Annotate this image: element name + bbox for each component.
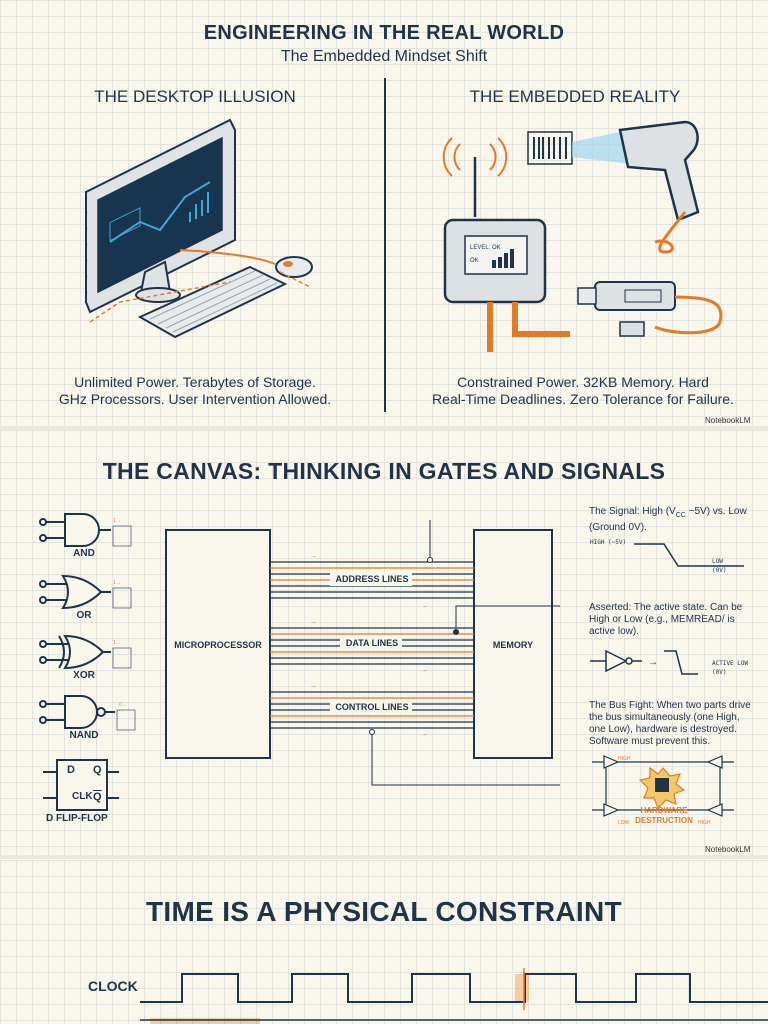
barcode-icon xyxy=(527,131,573,165)
sensor-box-icon: LEVEL: OK OK xyxy=(443,218,547,304)
notebooklm-watermark: NotebookLM xyxy=(705,416,751,425)
gate-label-and: AND xyxy=(73,548,95,559)
gate-label-nand: NAND xyxy=(69,730,99,741)
signal-note: The Signal: High (VCC ~5V) vs. Low (Grou… xyxy=(589,506,759,534)
data-lines-label: DATA LINES xyxy=(345,638,399,648)
high-level-label: HIGH (~5V) xyxy=(590,539,627,546)
divider xyxy=(384,78,386,412)
asserted-note-2: High or Low (e.g., MEMREAD/ is xyxy=(589,614,735,625)
svg-text:→: → xyxy=(310,553,317,560)
desktop-caption: Unlimited Power. Terabytes of Storage. G… xyxy=(30,374,360,408)
device-screen-text-1: LEVEL: OK xyxy=(470,245,501,251)
barcode-scanner-icon xyxy=(618,120,700,254)
active-low-label-1: ACTIVE LOW xyxy=(712,660,749,667)
desktop-computer-illustration xyxy=(85,118,313,339)
embedded-caption: Constrained Power. 32KB Memory. Hard Rea… xyxy=(408,374,758,408)
svg-text:←: ← xyxy=(422,731,429,738)
memory-block xyxy=(473,529,553,759)
clock-waveform xyxy=(140,968,768,1024)
bus-fight-high-tag: HIGH xyxy=(618,756,631,762)
flipflop-clk-pin: CLK xyxy=(72,791,93,802)
signal-note-text-1: The Signal: High (V xyxy=(589,506,676,517)
asserted-note-1: Asserted: The active state. Can be xyxy=(589,602,743,613)
chip-icon xyxy=(655,778,669,792)
svg-text:←: ← xyxy=(422,667,429,674)
page-subtitle: The Embedded Mindset Shift xyxy=(280,48,488,65)
svg-text:→: → xyxy=(648,657,658,668)
device-screen-text-2: OK xyxy=(470,258,479,264)
bus-fight-diagram: HIGH HIGH LOW xyxy=(592,755,734,826)
panel-time-constraint: TIME IS A PHYSICAL CONSTRAINT CLOCK xyxy=(0,860,768,1024)
clock-label: CLOCK xyxy=(88,978,138,994)
flipflop-d-pin: D xyxy=(67,764,75,776)
bus-fight-note: The Bus Fight: When two parts drive the … xyxy=(589,700,764,748)
desktop-caption-line-2: GHz Processors. User Intervention Allowe… xyxy=(58,391,332,407)
microprocessor-label: MICROPROCESSOR xyxy=(174,640,262,650)
signal-note-text-2: ~5V) vs. Low xyxy=(685,506,747,517)
active-low-label-2: (0V) xyxy=(712,669,727,676)
hardware-destruction-label: HARDWARE DESTRUCTION xyxy=(628,806,700,826)
hardware-destruction-2: DESTRUCTION xyxy=(635,816,693,825)
gate-label-xor: XOR xyxy=(73,670,95,681)
flipflop-q-pin: Q xyxy=(93,764,102,776)
wifi-icon xyxy=(442,137,508,177)
svg-text:0→: 0→ xyxy=(119,702,127,708)
mouse-icon xyxy=(275,256,313,278)
low-level-label-2: (0V) xyxy=(712,567,727,574)
bus-fight-note-4: Software must prevent this. xyxy=(589,736,711,747)
flipflop-qbar-pin: Q xyxy=(93,791,102,803)
canvas-title: THE CANVAS: THINKING IN GATES AND SIGNAL… xyxy=(102,458,666,484)
xor-gate-icon xyxy=(39,634,111,670)
page-title: ENGINEERING IN THE REAL WORLD xyxy=(203,22,565,44)
svg-text:1→: 1→ xyxy=(113,580,121,586)
panel-embedded-mindset: ENGINEERING IN THE REAL WORLD The Embedd… xyxy=(0,0,768,426)
high-low-waveform xyxy=(634,543,744,567)
notebooklm-watermark-2: NotebookLM xyxy=(705,845,751,854)
monitor-icon xyxy=(85,118,236,314)
panel-separator-2 xyxy=(0,855,768,859)
bus-diagram: → → → ← ← ← xyxy=(165,520,560,786)
svg-text:1→: 1→ xyxy=(113,518,121,524)
low-level-label-1: LOW xyxy=(712,558,723,565)
bus-fight-note-2: the bus simultaneously (one High, xyxy=(589,712,740,723)
panel-separator xyxy=(0,426,768,430)
svg-text:←: ← xyxy=(422,603,429,610)
bus-fight-note-3: one Low), hardware is destroyed. xyxy=(589,724,737,735)
microprocessor-block xyxy=(165,529,271,759)
svg-text:→: → xyxy=(310,619,317,626)
gate-label-or: OR xyxy=(76,610,92,621)
asserted-note: Asserted: The active state. Can be High … xyxy=(589,602,764,638)
scanner-beam xyxy=(572,130,630,164)
desktop-heading: THE DESKTOP ILLUSION xyxy=(94,87,296,106)
svg-text:1→: 1→ xyxy=(113,640,121,646)
asserted-note-3: active low). xyxy=(589,626,640,637)
or-gate-icon xyxy=(39,574,111,610)
svg-text:→: → xyxy=(310,683,317,690)
embedded-devices-illustration: LEVEL: OK OK xyxy=(442,120,723,352)
bus-fight-high-tag-2: HIGH xyxy=(698,820,711,826)
panel-gates-and-signals: THE CANVAS: THINKING IN GATES AND SIGNAL… xyxy=(0,430,768,855)
bus-fight-note-1: The Bus Fight: When two parts drive xyxy=(589,700,751,711)
desktop-caption-line-1: Unlimited Power. Terabytes of Storage. xyxy=(74,374,316,390)
keyboard-icon xyxy=(137,265,288,339)
nand-gate-icon xyxy=(39,695,115,729)
timing-highlight xyxy=(515,974,529,1002)
active-low-inverter-icon: → xyxy=(590,649,698,675)
control-lines-label: CONTROL LINES xyxy=(335,702,409,712)
gate-label-dff: D FLIP-FLOP xyxy=(46,813,108,824)
logic-gates-column: 1→ 1→ 1→ 0→ xyxy=(39,513,136,811)
bus-fight-low-tag: LOW xyxy=(618,820,630,826)
usb-device-icon xyxy=(577,281,723,337)
address-lines-label: ADDRESS LINES xyxy=(335,574,409,584)
d-flipflop-icon xyxy=(43,759,119,811)
embedded-heading: THE EMBEDDED REALITY xyxy=(469,87,681,106)
hardware-destruction-1: HARDWARE xyxy=(640,806,688,815)
memory-label: MEMORY xyxy=(492,640,534,650)
signal-note-sub: CC xyxy=(675,512,686,519)
embedded-caption-line-1: Constrained Power. 32KB Memory. Hard xyxy=(457,374,709,390)
signal-note-text-3: (Ground 0V). xyxy=(589,522,647,533)
and-gate-icon xyxy=(39,513,111,547)
time-title: TIME IS A PHYSICAL CONSTRAINT xyxy=(146,896,622,927)
embedded-caption-line-2: Real-Time Deadlines. Zero Tolerance for … xyxy=(432,391,734,407)
